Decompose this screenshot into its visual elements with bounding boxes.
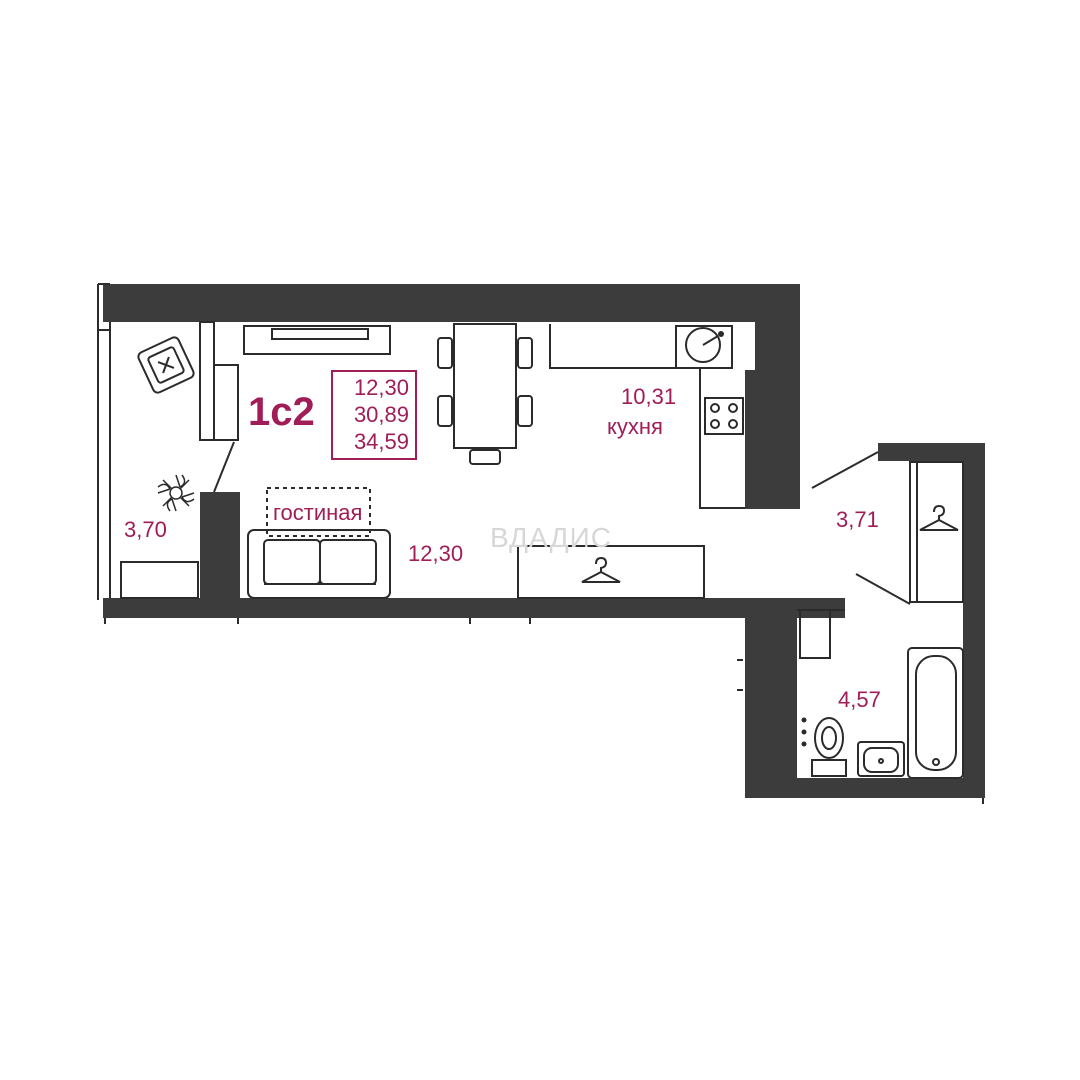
balcony-partition: [200, 492, 240, 602]
chair-icon: [437, 337, 453, 369]
hall-area: 3,71: [836, 507, 879, 532]
hall-top-wall: [878, 443, 985, 461]
tv-stand: [243, 325, 391, 355]
living-room-area: 12,30: [408, 541, 464, 566]
hall-wardrobe: [909, 461, 964, 603]
bath-bottom-wall: [745, 778, 985, 798]
chair-icon: [517, 337, 533, 369]
kitchen-area: 10,31: [621, 384, 677, 409]
living-area-value: 12,30: [353, 375, 409, 400]
hanger-icon: [919, 504, 959, 531]
bathroom-area: 4,57: [838, 687, 881, 712]
areas-box: 12,30 30,89 34,59: [331, 370, 417, 460]
kitchen-right-wall: [745, 370, 800, 509]
sink-icon: [685, 327, 724, 363]
wardrobe: [517, 545, 705, 599]
wall-ticks: [104, 618, 984, 804]
washbasin-icon: [857, 741, 905, 777]
sofa-icon: [247, 529, 391, 599]
balcony-door: [199, 321, 239, 493]
bottom-wall: [103, 598, 845, 618]
rug: [266, 487, 371, 537]
kitchen-counter: [549, 324, 745, 509]
bath-left-wall: [745, 598, 797, 798]
total-without-balcony-value: 30,89: [353, 402, 409, 427]
chair-icon: [437, 395, 453, 427]
walls: [103, 284, 985, 798]
balcony-frame: [97, 283, 111, 600]
armchair-icon: [137, 336, 195, 394]
dining-table: [437, 323, 533, 465]
right-outer-wall: [963, 443, 985, 798]
top-wall: [103, 284, 800, 322]
living-room-name: гостиная: [273, 500, 363, 525]
bathtub-icon: [907, 647, 964, 779]
bathroom-fixtures: [797, 609, 964, 779]
watermark: ВДАДИС: [490, 522, 612, 553]
total-area-value: 34,59: [353, 429, 409, 454]
chair-icon: [517, 395, 533, 427]
balcony-area: 3,70: [124, 517, 167, 542]
bath-dots: [801, 717, 807, 747]
plant-icon: [157, 474, 195, 512]
apartment-code: 1с2: [248, 390, 315, 434]
stove-icon: [704, 397, 744, 435]
chair-icon: [469, 449, 501, 465]
hanger-icon: [581, 556, 621, 583]
kitchen-name: кухня: [607, 414, 663, 439]
toilet-icon: [811, 717, 847, 777]
balcony-cabinet: [120, 561, 199, 599]
entry-door: [811, 451, 911, 605]
